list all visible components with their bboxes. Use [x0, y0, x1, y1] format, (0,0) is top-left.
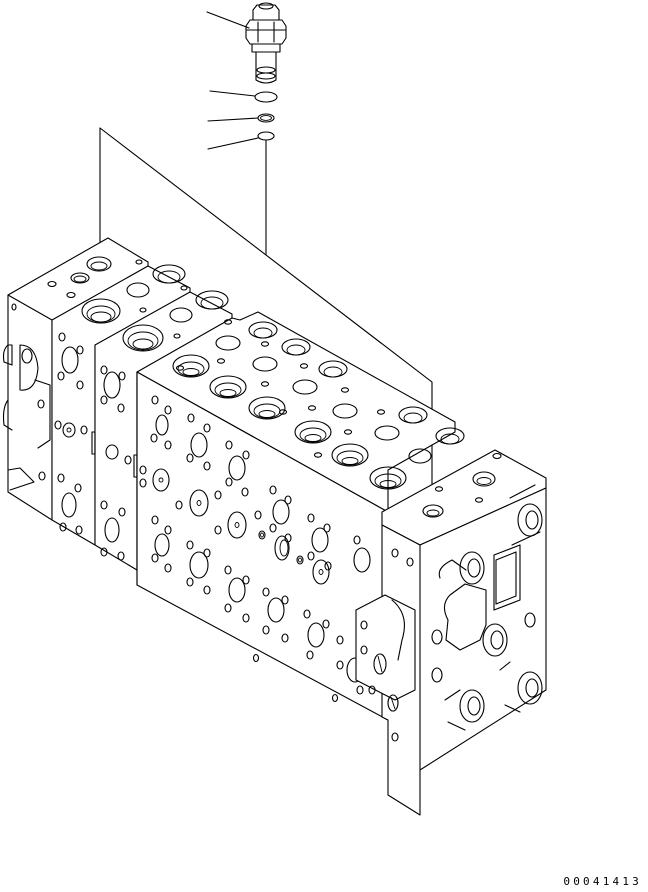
relief-valve-cartridge — [246, 3, 286, 83]
assembly-reference-lines — [100, 128, 432, 500]
o-ring-bottom — [258, 132, 274, 140]
side-face-ports — [140, 396, 370, 702]
main-valve-block — [4, 238, 547, 815]
leader-o-ring-large — [210, 91, 255, 96]
leader-cartridge — [207, 12, 249, 28]
leader-o-ring-small — [208, 118, 258, 121]
drawing-number: 00041413 — [563, 875, 642, 888]
top-face-ports — [173, 320, 464, 489]
o-ring-large — [255, 92, 277, 102]
leader-o-ring-bottom — [208, 138, 258, 149]
